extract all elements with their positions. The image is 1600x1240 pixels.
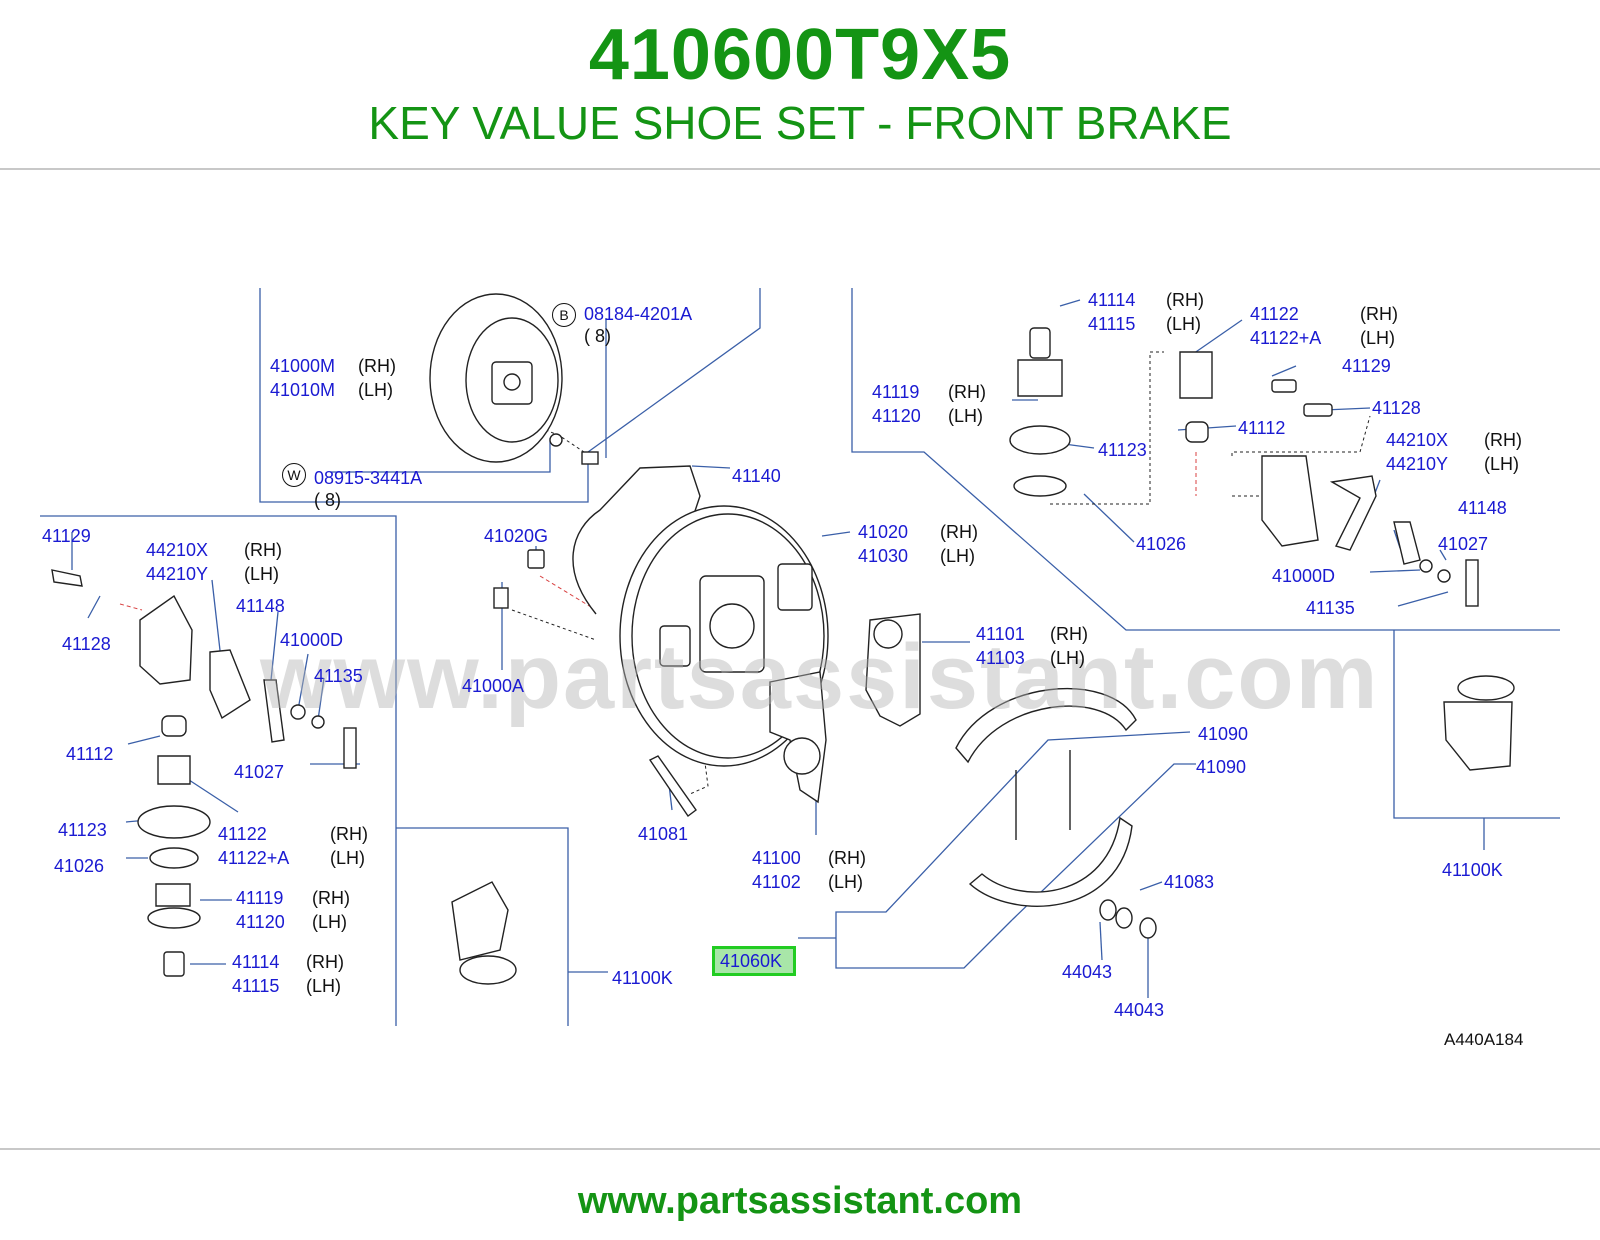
label-41090-lower[interactable]: 41090: [1196, 757, 1247, 777]
parts-diagram: www.partsassistant.com B W 41000M (RH) 4…: [0, 270, 1600, 1050]
side-rh: (RH): [948, 382, 986, 402]
label-41000A[interactable]: 41000A: [462, 676, 525, 696]
part-number-title: 410600T9X5: [588, 15, 1012, 95]
label-41101[interactable]: 41101: [976, 624, 1025, 644]
label-41135-right[interactable]: 41135: [1306, 598, 1355, 618]
page-header: 410600T9X5 KEY VALUE SHOE SET - FRONT BR…: [0, 0, 1600, 170]
side-lh: (LH): [312, 912, 347, 932]
label-41112-left[interactable]: 41112: [66, 744, 114, 764]
label-41102[interactable]: 41102: [752, 872, 801, 892]
label-41000D-right[interactable]: 41000D: [1272, 566, 1336, 586]
footer-site-url[interactable]: www.partsassistant.com: [577, 1180, 1023, 1222]
label-41119-left[interactable]: 41119: [236, 888, 284, 908]
label-41060K-highlighted[interactable]: 41060K: [720, 951, 783, 971]
label-44043-upper[interactable]: 44043: [1062, 962, 1113, 982]
side-rh: (RH): [1360, 304, 1398, 324]
badge-w: W: [282, 463, 306, 487]
label-41030[interactable]: 41030: [858, 546, 909, 566]
label-41027-left[interactable]: 41027: [234, 762, 285, 782]
label-41122A-left[interactable]: 41122+A: [218, 848, 290, 868]
label-41010M[interactable]: 41010M: [270, 380, 336, 400]
label-41081[interactable]: 41081: [638, 824, 689, 844]
label-44210X-right[interactable]: 44210X: [1386, 430, 1449, 450]
label-41123-right[interactable]: 41123: [1098, 440, 1147, 460]
label-41083[interactable]: 41083: [1164, 872, 1215, 892]
side-rh: (RH): [1484, 430, 1522, 450]
highlight-box: [712, 946, 796, 976]
label-41120-right[interactable]: 41120: [872, 406, 921, 426]
label-41115-left[interactable]: 41115: [232, 976, 280, 996]
label-44210Y-right[interactable]: 44210Y: [1386, 454, 1449, 474]
label-41000M[interactable]: 41000M: [270, 356, 336, 376]
diagram-reference-code: A440A184: [1444, 1030, 1524, 1049]
label-08184-4201A[interactable]: 08184-4201A: [584, 304, 693, 324]
side-rh: (RH): [244, 540, 282, 560]
label-41135-left[interactable]: 41135: [314, 666, 363, 686]
side-lh: (LH): [1050, 648, 1085, 668]
side-lh: (LH): [358, 380, 393, 400]
label-41114-right[interactable]: 41114: [1088, 290, 1136, 310]
diagram-linework: [40, 288, 1560, 1026]
label-41027-right[interactable]: 41027: [1438, 534, 1489, 554]
side-rh: (RH): [940, 522, 978, 542]
label-41112-right[interactable]: 41112: [1238, 418, 1286, 438]
label-41128-right[interactable]: 41128: [1372, 398, 1421, 418]
side-lh: (LH): [1484, 454, 1519, 474]
qty-8-top: ( 8): [584, 326, 611, 346]
badge-b: B: [552, 303, 576, 327]
label-44210X-left[interactable]: 44210X: [146, 540, 209, 560]
side-lh: (LH): [244, 564, 279, 584]
label-41026-left[interactable]: 41026: [54, 856, 105, 876]
label-41122A-right[interactable]: 41122+A: [1250, 328, 1322, 348]
label-41115-right[interactable]: 41115: [1088, 314, 1136, 334]
side-lh: (LH): [828, 872, 863, 892]
header-divider: [0, 168, 1600, 170]
label-41122-right[interactable]: 41122: [1250, 304, 1299, 324]
side-lh: (LH): [940, 546, 975, 566]
label-44210Y-left[interactable]: 44210Y: [146, 564, 209, 584]
label-41148-right[interactable]: 41148: [1458, 498, 1507, 518]
label-41140[interactable]: 41140: [732, 466, 781, 486]
side-lh: (LH): [1360, 328, 1395, 348]
footer-divider: [0, 1148, 1600, 1150]
label-41100K-right[interactable]: 41100K: [1442, 860, 1503, 880]
side-rh: (RH): [828, 848, 866, 868]
label-44043-lower[interactable]: 44043: [1114, 1000, 1165, 1020]
label-41000D-left[interactable]: 41000D: [280, 630, 344, 650]
label-41129-right[interactable]: 41129: [1342, 356, 1391, 376]
label-41026-right[interactable]: 41026: [1136, 534, 1187, 554]
side-rh: (RH): [306, 952, 344, 972]
side-rh: (RH): [1050, 624, 1088, 644]
label-41119-right[interactable]: 41119: [872, 382, 920, 402]
qty-8-bottom: ( 8): [314, 490, 341, 510]
side-rh: (RH): [330, 824, 368, 844]
side-rh: (RH): [1166, 290, 1204, 310]
label-41129-left[interactable]: 41129: [42, 526, 91, 546]
label-41020G[interactable]: 41020G: [484, 526, 549, 546]
side-lh: (LH): [948, 406, 983, 426]
side-rh: (RH): [312, 888, 350, 908]
side-lh: (LH): [330, 848, 365, 868]
label-41128-left[interactable]: 41128: [62, 634, 111, 654]
side-rh: (RH): [358, 356, 396, 376]
label-41020[interactable]: 41020: [858, 522, 909, 542]
part-name-subtitle: KEY VALUE SHOE SET - FRONT BRAKE: [368, 97, 1232, 149]
site-watermark: www.partsassistant.com: [260, 626, 1380, 728]
label-41103[interactable]: 41103: [976, 648, 1025, 668]
label-41120-left[interactable]: 41120: [236, 912, 285, 932]
label-41100[interactable]: 41100: [752, 848, 801, 868]
label-41148-left[interactable]: 41148: [236, 596, 285, 616]
label-41122-left[interactable]: 41122: [218, 824, 267, 844]
side-lh: (LH): [306, 976, 341, 996]
side-lh: (LH): [1166, 314, 1201, 334]
label-41114-left[interactable]: 41114: [232, 952, 280, 972]
label-41100K-center[interactable]: 41100K: [612, 968, 673, 988]
label-41090-upper[interactable]: 41090: [1198, 724, 1249, 744]
label-08915-3441A[interactable]: 08915-3441A: [314, 468, 423, 488]
label-41123-left[interactable]: 41123: [58, 820, 107, 840]
